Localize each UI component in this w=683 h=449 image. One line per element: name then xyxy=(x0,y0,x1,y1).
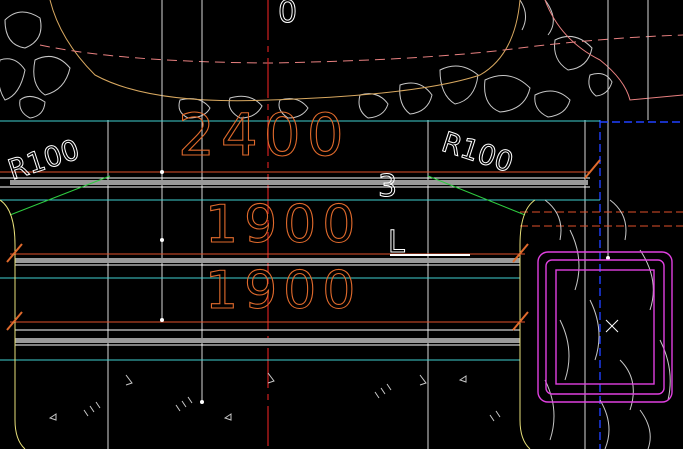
section-label-3: 3 xyxy=(378,169,397,204)
white-lines xyxy=(0,177,590,346)
dimension-2400: 2400 xyxy=(178,101,350,169)
pit-cross-icon xyxy=(605,319,619,333)
dimension-ticks xyxy=(6,159,601,331)
node-dots xyxy=(160,170,610,404)
hatch-marks xyxy=(48,372,501,422)
orange-horizontal-lines xyxy=(0,171,683,323)
green-radius-lines xyxy=(9,175,526,216)
vertical-grid-lines xyxy=(107,0,649,449)
gray-curb-bands xyxy=(10,180,588,343)
boundary-curve-right xyxy=(544,0,683,101)
section-label-L: L xyxy=(388,225,405,260)
dimension-1900-lower: 1900 xyxy=(205,261,361,321)
boundary-curve-tan xyxy=(49,0,521,102)
pit-structure xyxy=(537,251,673,403)
yellow-curb-curves xyxy=(0,199,536,449)
top-digit-label: 0 xyxy=(278,0,297,30)
cyan-horizontal-lines xyxy=(0,120,600,361)
dashed-offset-curve xyxy=(39,34,683,64)
dimension-1900-upper: 1900 xyxy=(205,195,361,255)
